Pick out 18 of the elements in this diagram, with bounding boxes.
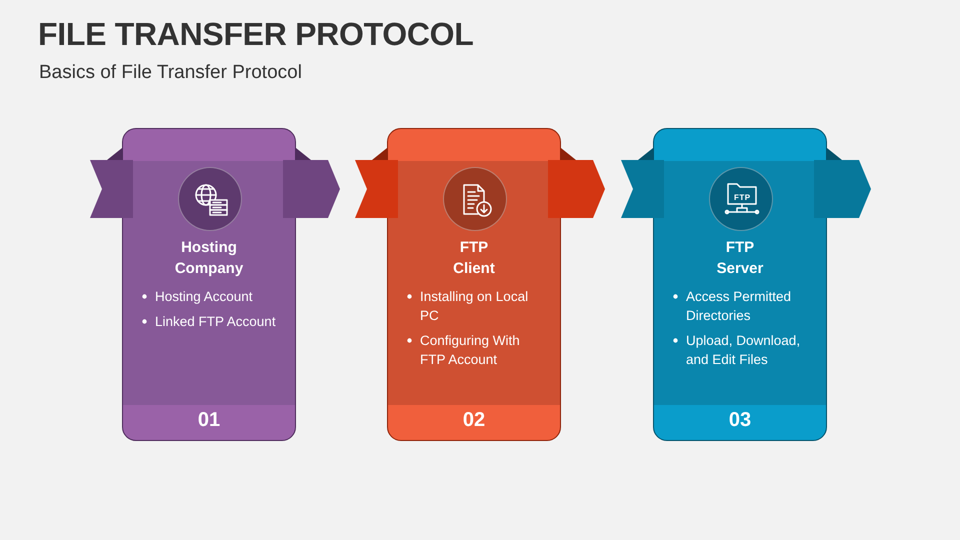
- bullet-text: Upload, Download, and Edit Files: [686, 332, 802, 369]
- step-number: 02: [462, 409, 486, 432]
- bullet-text: Hosting Account: [155, 288, 254, 306]
- step-number: 01: [198, 409, 220, 432]
- bullet-text: Installing on Local PC: [420, 288, 530, 325]
- icon-label: FTP: [734, 193, 751, 202]
- card-heading: Hosting Company: [174, 238, 244, 279]
- step-number: 03: [728, 409, 752, 432]
- step-card: [653, 128, 827, 441]
- bullet-text: Linked FTP Account: [155, 313, 277, 331]
- step-card: [387, 128, 561, 441]
- card-heading: FTP Client: [453, 238, 495, 279]
- subtitle: Basics of File Transfer Protocol: [39, 62, 302, 84]
- bullet-text: Access Permitted Directories: [686, 288, 792, 325]
- title: FILE TRANSFER PROTOCOL: [38, 16, 474, 53]
- bullet-text: Configuring With FTP Account: [420, 332, 521, 369]
- card-heading: FTP Server: [716, 238, 764, 279]
- step-card: [122, 128, 296, 441]
